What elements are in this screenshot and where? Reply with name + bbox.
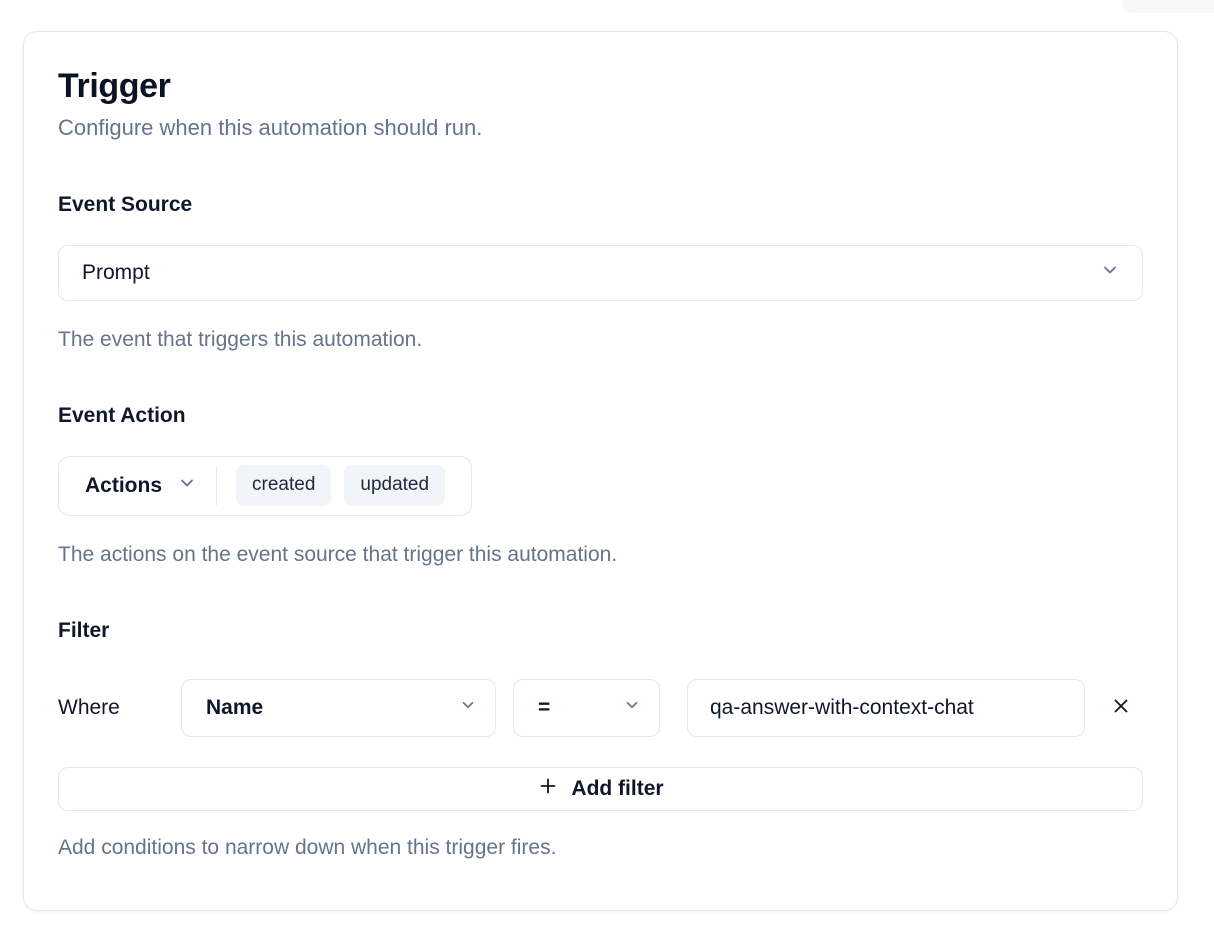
actions-dropdown-label: Actions — [85, 473, 163, 497]
event-action-helper: The actions on the event source that tri… — [58, 542, 618, 566]
page-subtitle: Configure when this automation should ru… — [58, 114, 483, 140]
plus-icon — [537, 775, 559, 803]
close-icon — [1110, 695, 1132, 720]
event-action-label: Event Action — [58, 403, 186, 427]
vertical-divider — [216, 466, 218, 505]
filter-operator-select[interactable]: = — [513, 678, 660, 737]
filter-value-input[interactable] — [687, 678, 1085, 737]
trigger-card: Trigger Configure when this automation s… — [23, 31, 1178, 911]
event-source-helper: The event that triggers this automation. — [58, 327, 423, 351]
cropped-element-fragment — [1122, 0, 1214, 13]
filter-label: Filter — [58, 618, 110, 642]
chevron-down-icon — [623, 696, 641, 720]
chevron-down-icon — [459, 696, 477, 720]
filter-operator-value: = — [538, 695, 551, 719]
where-label: Where — [58, 695, 120, 719]
chevron-down-icon — [1100, 260, 1120, 286]
action-tag-created[interactable]: created — [236, 465, 332, 506]
event-source-label: Event Source — [58, 192, 193, 216]
add-filter-button[interactable]: Add filter — [58, 766, 1143, 811]
event-source-value: Prompt — [82, 260, 150, 284]
filter-field-select[interactable]: Name — [181, 678, 496, 737]
event-action-selector[interactable]: Actions created updated — [58, 455, 473, 516]
action-tag-updated[interactable]: updated — [344, 465, 446, 506]
add-filter-label: Add filter — [571, 776, 664, 800]
chevron-down-icon — [177, 473, 197, 498]
event-source-select[interactable]: Prompt — [58, 244, 1143, 301]
page-title: Trigger — [58, 67, 171, 105]
remove-filter-button[interactable] — [1099, 686, 1143, 730]
filter-helper: Add conditions to narrow down when this … — [58, 835, 557, 859]
filter-condition-row: Where Name = — [58, 678, 1143, 737]
filter-field-value: Name — [206, 695, 264, 719]
